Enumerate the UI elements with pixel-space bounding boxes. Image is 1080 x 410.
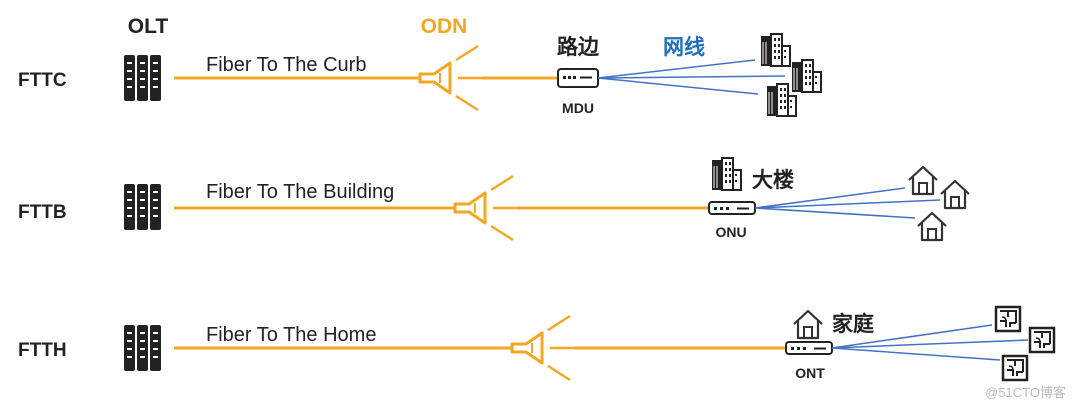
odn-splitter-icon (418, 44, 484, 112)
room-icon (1028, 326, 1056, 354)
cable-label: 网线 (663, 35, 705, 59)
fiber-label-fttc: Fiber To The Curb (206, 54, 366, 76)
onu-icon (708, 201, 756, 215)
building-icon (791, 59, 822, 93)
watermark: @51CTO博客 (985, 385, 1066, 400)
copper-lines (754, 187, 941, 219)
olt-header: OLT (128, 15, 169, 38)
device-label-mdu: MDU (562, 100, 594, 116)
olt-server-icon (124, 325, 161, 371)
fiber-label-ftth: Fiber To The Home (206, 324, 376, 346)
olt-server-icon (124, 55, 161, 101)
copper-lines (597, 59, 786, 95)
device-label-ont: ONT (795, 365, 825, 381)
house-icon (792, 309, 824, 340)
endpoint-label-ftth: 家庭 (832, 312, 874, 336)
house-icon (907, 165, 939, 196)
ont-icon (785, 341, 833, 355)
odn-splitter-icon (453, 174, 519, 242)
building-icon (711, 157, 742, 191)
building-icon (760, 33, 791, 67)
house-icon (939, 179, 971, 210)
row-ftth: FTTH Fiber To The Home 家庭 ONT (18, 305, 1056, 382)
row-fttb: FTTB Fiber To The Building 大楼 ONU (18, 157, 971, 242)
endpoint-label-fttb: 大楼 (752, 169, 794, 192)
odn-header: ODN (421, 15, 468, 38)
row-label-fttb: FTTB (18, 202, 67, 223)
row-label-fttc: FTTC (18, 70, 67, 91)
row-fttc: FTTC Fiber To The Curb 路边 MDU 网线 (18, 33, 822, 117)
room-icon (1001, 354, 1029, 382)
endpoint-label-fttc: 路边 (557, 35, 600, 59)
building-icon (766, 83, 797, 117)
row-label-ftth: FTTH (18, 340, 67, 361)
fiber-label-fttb: Fiber To The Building (206, 181, 394, 203)
olt-server-icon (124, 184, 161, 230)
copper-lines (831, 324, 1029, 361)
device-label-onu: ONU (715, 224, 746, 240)
odn-splitter-icon (510, 314, 576, 382)
house-icon (916, 211, 948, 242)
room-icon (994, 305, 1022, 333)
